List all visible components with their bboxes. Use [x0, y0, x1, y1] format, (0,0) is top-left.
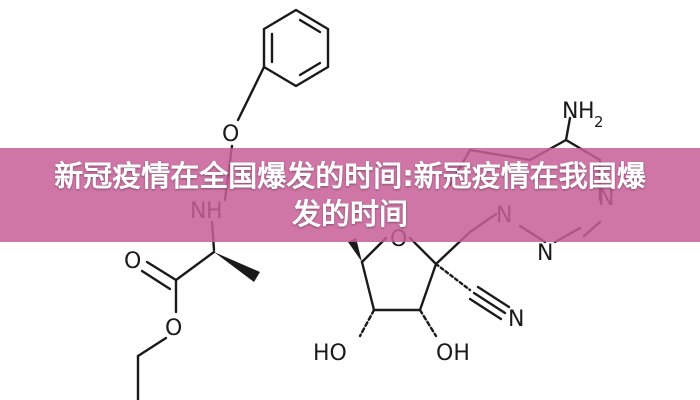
amino-hydrogen-label: H — [578, 99, 595, 124]
nitrile-triple-a — [472, 291, 507, 315]
hydroxyl-left-label: HO — [313, 341, 347, 366]
ether-oxygen-label: O — [222, 122, 239, 147]
phenyl-ring — [262, 8, 330, 88]
title-banner: 新冠疫情在全国爆发的时间:新冠疫情在我国爆发的时间 — [0, 148, 700, 242]
article-title: 新冠疫情在全国爆发的时间:新冠疫情在我国爆发的时间 — [54, 159, 646, 231]
phenoxy-bond — [236, 65, 266, 122]
carbonyl-double-bond-a — [145, 260, 178, 282]
ester-chain-bond — [136, 336, 168, 358]
nitrile-triple-b — [476, 285, 511, 309]
methyl-wedge-bond — [214, 252, 260, 282]
nitrile-nitrogen-label: N — [508, 307, 524, 332]
hydroxyl-right-label: OH — [436, 341, 470, 366]
ester-oxygen-label: O — [165, 316, 182, 341]
nitrile-stem-bond — [434, 262, 472, 292]
ribose-ring — [360, 236, 438, 312]
amino-subscript-label: 2 — [594, 113, 604, 131]
nitrile-triple-c — [468, 297, 503, 321]
hydroxyl-right-bond — [418, 308, 438, 338]
alpha-carbonyl-bond — [174, 250, 216, 282]
amino-nitrogen-label: N — [562, 99, 578, 124]
carbonyl-oxygen-label: O — [124, 249, 141, 274]
ring-nitrogen-3-label: N — [537, 241, 553, 266]
carbonyl-double-bond-b — [140, 269, 172, 291]
c5-wedge-bond — [348, 238, 362, 262]
hydroxyl-left-bond — [358, 308, 376, 338]
